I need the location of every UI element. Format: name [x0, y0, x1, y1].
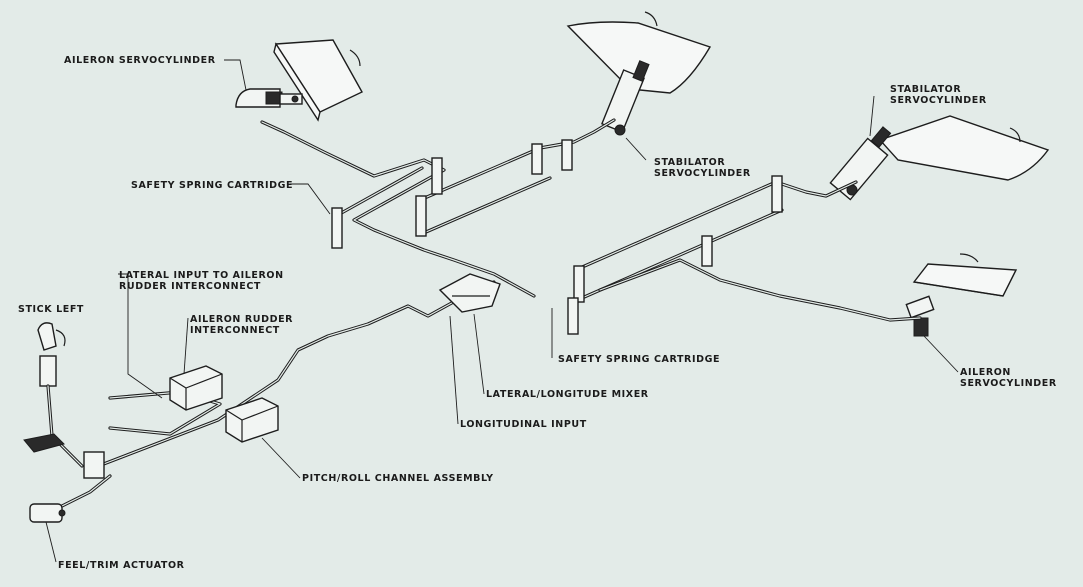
label-longitudinal-input: LONGITUDINAL INPUT [460, 419, 587, 430]
safety-spring-cartridges [331, 139, 783, 335]
label-text-line1: STABILATOR [890, 84, 962, 95]
label-safety-spring-cartridge-left: SAFETY SPRING CARTRIDGE [131, 180, 293, 191]
leader-lines [45, 59, 959, 563]
right-aileron-servocylinder [905, 295, 935, 337]
label-stabilator-servocylinder-right: STABILATOR SERVOCYLINDER [890, 84, 987, 106]
right-stabilator-servocylinder [829, 126, 892, 201]
label-text-line2: INTERCONNECT [190, 325, 280, 336]
label-text-line1: AILERON RUDDER [190, 314, 294, 325]
aileron-rudder-interconnect-box [169, 365, 223, 411]
label-text: FEEL/TRIM ACTUATOR [58, 560, 185, 571]
label-aileron-servocylinder-right: AILERON SERVOCYLINDER [960, 367, 1057, 389]
label-aileron-rudder-interconnect: AILERON RUDDER INTERCONNECT [190, 314, 293, 336]
label-text-line2: RUDDER INTERCONNECT [119, 281, 261, 292]
lateral-longitude-mixer [438, 273, 501, 313]
label-text: SAFETY SPRING CARTRIDGE [558, 354, 721, 365]
left-aileron-surface [273, 39, 363, 122]
label-text: LATERAL/LONGITUDE MIXER [486, 389, 649, 400]
right-aileron-surface [912, 253, 1018, 297]
label-text: PITCH/ROLL CHANNEL ASSEMBLY [302, 473, 494, 484]
label-stabilator-servocylinder-left: STABILATOR SERVOCYLINDER [654, 157, 751, 179]
label-pitch-roll-channel-assembly: PITCH/ROLL CHANNEL ASSEMBLY [302, 473, 494, 484]
left-stabilator-servocylinder [601, 60, 650, 136]
label-text-line1: LATERAL INPUT TO AILERON [119, 270, 284, 281]
control-stick [23, 322, 105, 479]
left-stabilator-surface [566, 11, 712, 94]
label-text: AILERON SERVOCYLINDER [64, 55, 216, 66]
left-aileron-servocylinder [235, 88, 303, 108]
feel-trim-actuator [29, 503, 66, 523]
label-text: LONGITUDINAL INPUT [460, 419, 587, 430]
label-lateral-longitude-mixer: LATERAL/LONGITUDE MIXER [486, 389, 649, 400]
rod-runs [48, 118, 922, 514]
label-text-line1: STABILATOR [654, 157, 726, 168]
label-text-line1: AILERON [960, 367, 1011, 378]
label-safety-spring-cartridge-right: SAFETY SPRING CARTRIDGE [558, 354, 720, 365]
label-lateral-input: LATERAL INPUT TO AILERON RUDDER INTERCON… [119, 270, 284, 292]
label-aileron-servocylinder-left: AILERON SERVOCYLINDER [64, 55, 216, 66]
label-text: SAFETY SPRING CARTRIDGE [131, 180, 294, 191]
right-stabilator-surface [878, 115, 1050, 181]
label-stick-left: STICK LEFT [18, 304, 84, 315]
label-text-line2: SERVOCYLINDER [960, 378, 1057, 389]
pitch-roll-channel-assembly-box [225, 397, 279, 443]
label-feel-trim-actuator: FEEL/TRIM ACTUATOR [58, 560, 185, 571]
label-text-line2: SERVOCYLINDER [890, 95, 987, 106]
label-text: STICK LEFT [18, 304, 85, 315]
label-text-line2: SERVOCYLINDER [654, 168, 751, 179]
